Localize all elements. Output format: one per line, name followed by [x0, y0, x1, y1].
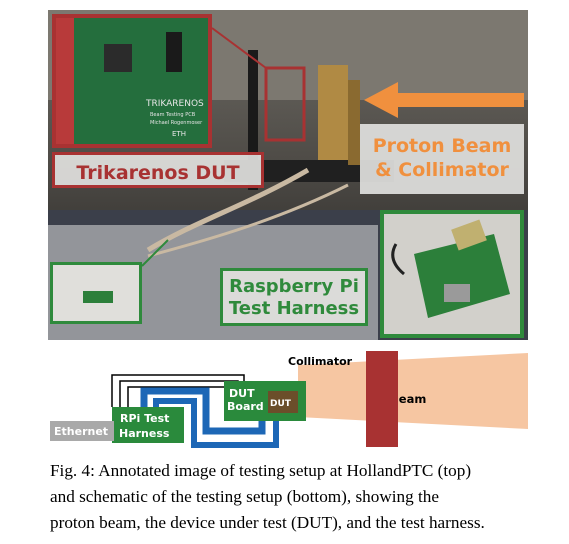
- label-proton-beam: Proton Beam & Collimator: [360, 124, 524, 194]
- rpi-harness-box: [112, 407, 184, 443]
- label-rpi-line1: Raspberry Pi: [229, 276, 359, 297]
- rpi-line1: RPi Test: [120, 412, 169, 425]
- board-silk-1: TRIKARENOS: [145, 99, 204, 109]
- rpi-line2: Harness: [119, 427, 170, 440]
- dut-board-inset: TRIKARENOS Beam Testing PCB Michael Roge…: [52, 14, 212, 148]
- label-rpi-line2: Test Harness: [228, 298, 360, 319]
- beam-arrow-icon: [364, 82, 524, 118]
- setup-schematic: Beam Collimator DUT Board DUT RPi Test H…: [50, 351, 528, 448]
- caption-line-1: Fig. 4: Annotated image of testing setup…: [50, 461, 472, 480]
- dut-board-line1: DUT: [229, 387, 255, 400]
- label-beam-line2: & Collimator: [375, 159, 509, 181]
- label-raspberry-pi: Raspberry Pi Test Harness: [220, 268, 368, 326]
- blue-cable: [140, 387, 266, 435]
- board-silk-3: Michael Rogenmoser: [150, 120, 203, 126]
- dut-board-line2: Board: [227, 400, 264, 413]
- collimator-label: Collimator: [288, 355, 353, 368]
- board-silk-2: Beam Testing PCB: [150, 112, 196, 118]
- label-trikarenos-dut: Trikarenos DUT: [52, 152, 264, 188]
- rpi-harness-inset: [380, 210, 524, 338]
- dut-chip: [268, 391, 298, 413]
- dut-chip-label: DUT: [270, 399, 292, 409]
- ethernet-box: [50, 421, 114, 441]
- caption-line-3: proton beam, the device under test (DUT)…: [50, 513, 485, 532]
- ethernet-label: Ethernet: [54, 425, 108, 438]
- board-silk-4: ETH: [172, 130, 186, 138]
- collimator-block: [366, 351, 398, 447]
- blue-cable-2: [153, 398, 279, 448]
- beam-label: Beam: [390, 392, 426, 406]
- beam-shape: [298, 353, 528, 429]
- setup-photo: TRIKARENOS Beam Testing PCB Michael Roge…: [48, 10, 528, 340]
- rpi-small-inset: [50, 262, 142, 324]
- label-beam-line1: Proton Beam: [372, 135, 512, 157]
- figure-caption: Fig. 4: Annotated image of testing setup…: [50, 458, 526, 536]
- caption-line-2: and schematic of the testing setup (bott…: [50, 487, 440, 506]
